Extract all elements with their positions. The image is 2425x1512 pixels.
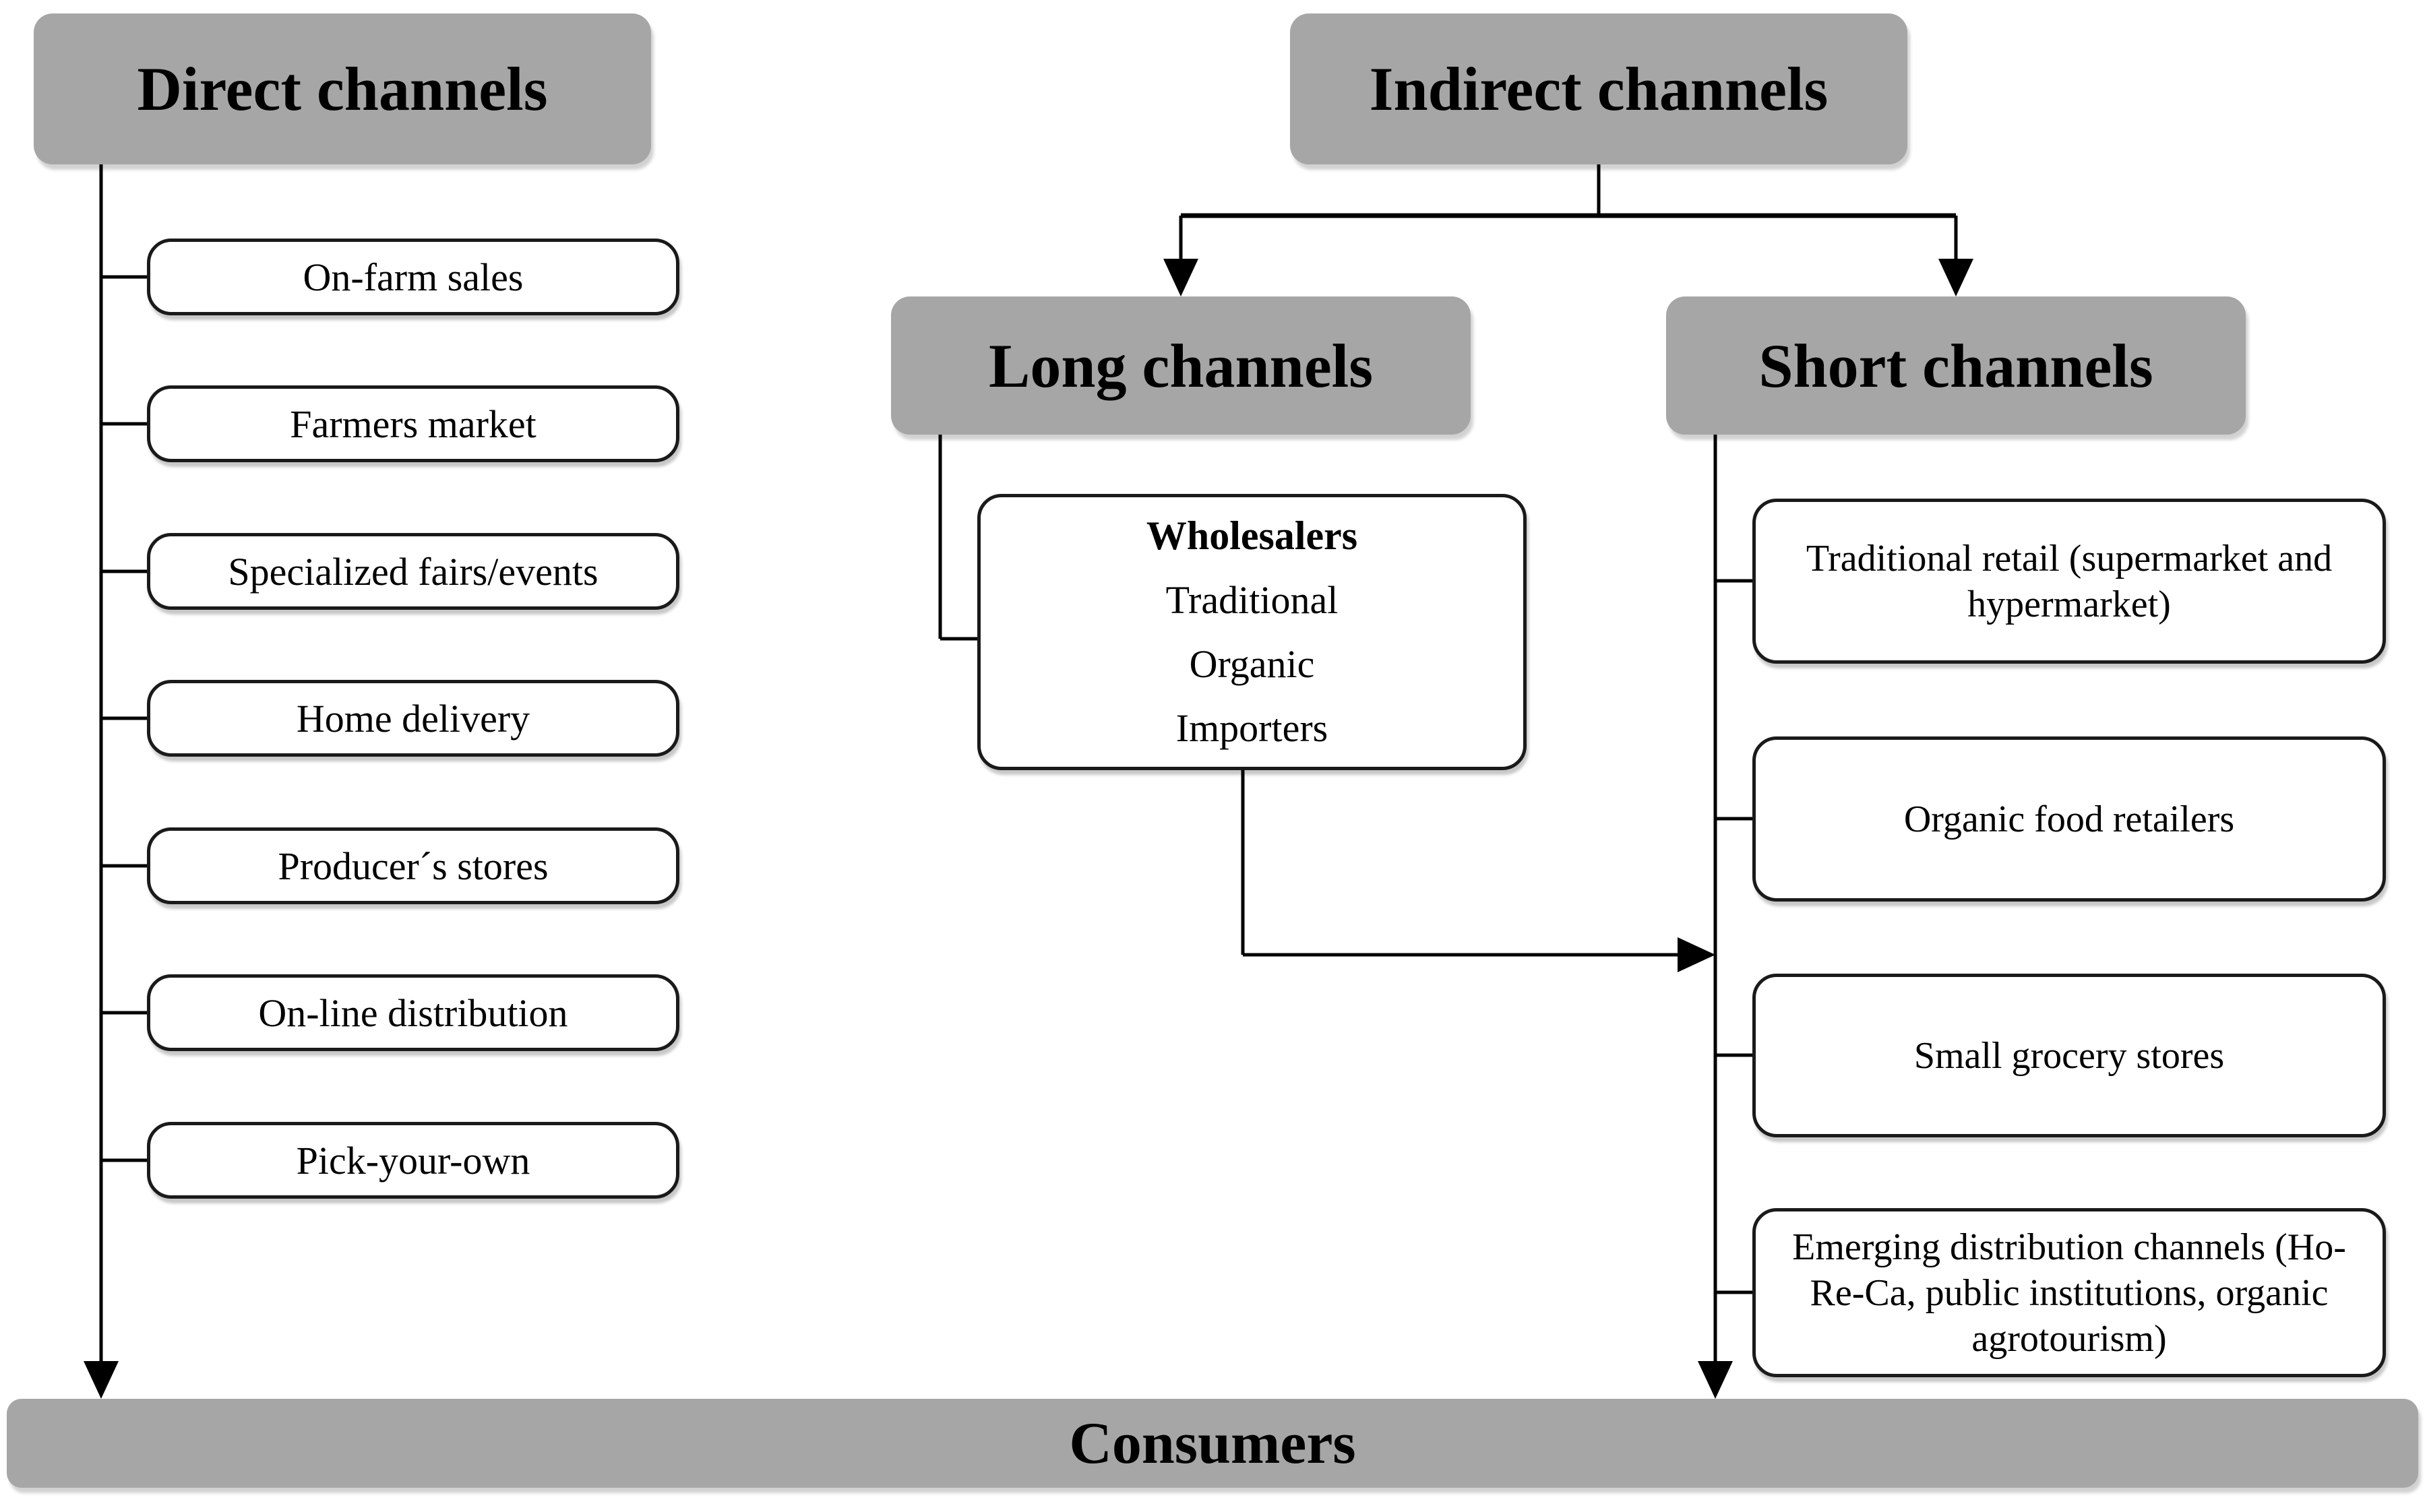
wholesalers-line-importers: Importers (1175, 706, 1328, 750)
wholesalers-heading: Wholesalers (1146, 513, 1358, 558)
long-channels-header: Long channels (891, 296, 1471, 435)
short-item-small-grocery-stores: Small grocery stores (1752, 974, 2386, 1137)
short-channels-arrowhead (1938, 259, 1973, 296)
short-item-traditional-retail: Traditional retail (supermarket and hype… (1752, 499, 2386, 664)
direct-item-producers-stores: Producer´s stores (147, 827, 679, 904)
consumers-bar: Consumers (7, 1399, 2418, 1488)
short-item-organic-food-retailers: Organic food retailers (1752, 736, 2386, 902)
short-arrowhead (1698, 1361, 1733, 1399)
direct-channels-header: Direct channels (34, 13, 651, 164)
direct-item-pick-your-own: Pick-your-own (147, 1122, 679, 1199)
short-item-emerging-channels: Emerging distribution channels (Ho-Re-Ca… (1752, 1208, 2386, 1377)
long-channels-arrowhead (1163, 259, 1198, 296)
direct-item-home-delivery: Home delivery (147, 680, 679, 757)
direct-item-specialized-fairs: Specialized fairs/events (147, 533, 679, 610)
direct-item-on-farm-sales: On-farm sales (147, 239, 679, 315)
short-channels-header: Short channels (1666, 296, 2246, 435)
direct-item-online-distribution: On-line distribution (147, 974, 679, 1051)
wholesalers-arrowhead (1678, 937, 1715, 972)
wholesalers-box: Wholesalers Traditional Organic Importer… (977, 494, 1527, 770)
direct-item-farmers-market: Farmers market (147, 385, 679, 462)
wholesalers-line-traditional: Traditional (1165, 578, 1339, 622)
wholesalers-line-organic: Organic (1189, 642, 1315, 686)
indirect-channels-header: Indirect channels (1290, 13, 1907, 164)
direct-arrowhead (84, 1361, 119, 1399)
